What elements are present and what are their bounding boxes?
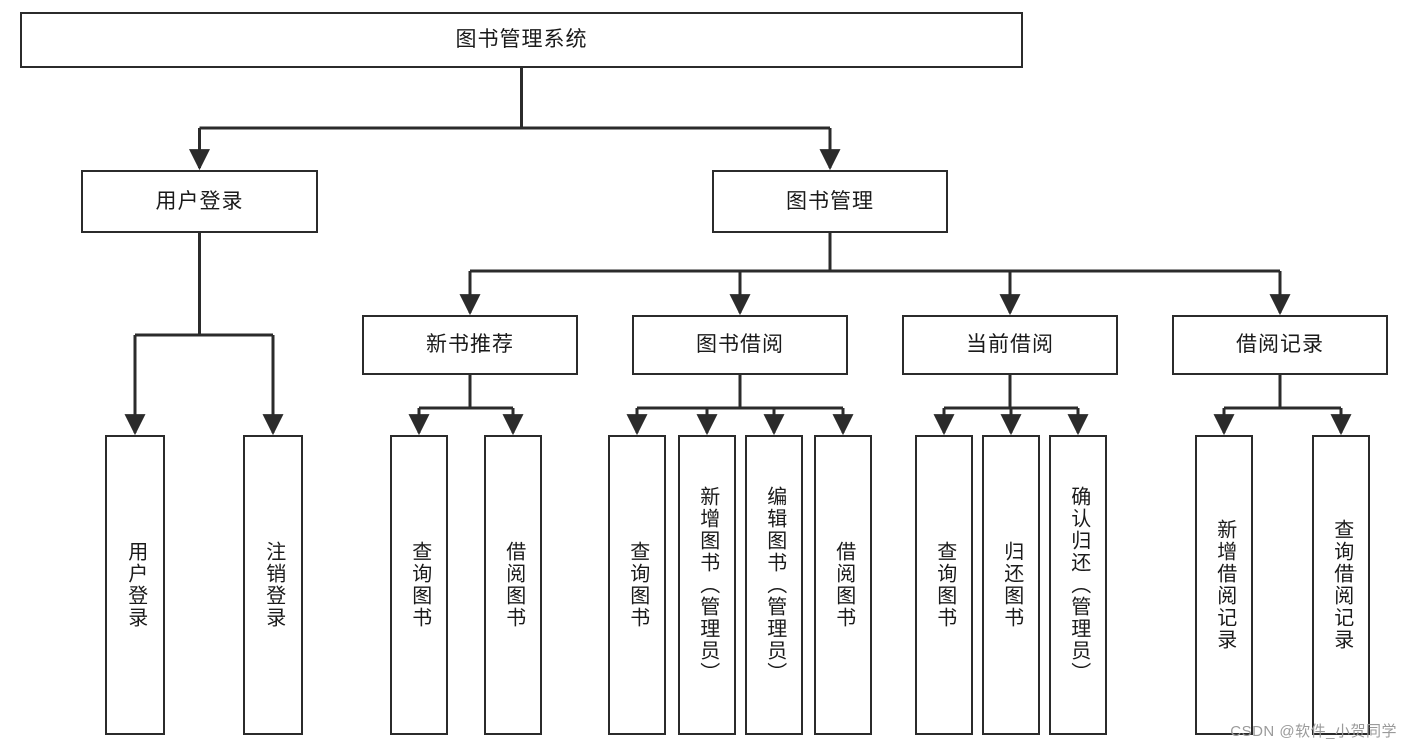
node-new-book-recommend: 新书推荐 [362,315,578,375]
node-label: 查询图书 [408,541,431,629]
node-query-borrow-record: 查询借阅记录 [1312,435,1370,735]
node-label: 编辑图书（管理员） [763,486,786,684]
node-user-login-do: 用户登录 [105,435,165,735]
node-borrow-records: 借阅记录 [1172,315,1388,375]
node-label: 新增图书（管理员） [696,486,719,684]
node-current-borrow: 当前借阅 [902,315,1118,375]
node-add-book-admin: 新增图书（管理员） [678,435,736,735]
node-label: 图书管理 [786,189,874,213]
node-label: 确认归还（管理员） [1067,486,1090,684]
node-label: 借阅图书 [832,541,855,629]
node-query-book-2: 查询图书 [608,435,666,735]
node-label: 用户登录 [124,541,147,629]
node-label: 查询借阅记录 [1330,519,1353,651]
node-query-book-3: 查询图书 [915,435,973,735]
node-user-logout: 注销登录 [243,435,303,735]
node-label: 用户登录 [155,189,244,213]
node-label: 借阅记录 [1236,333,1324,357]
node-root: 图书管理系统 [20,12,1023,68]
node-label: 查询图书 [626,541,649,629]
watermark-text: CSDN @软件_小贺同学 [1230,723,1397,740]
node-label: 归还图书 [1000,541,1023,629]
node-query-book-1: 查询图书 [390,435,448,735]
node-label: 新增借阅记录 [1213,519,1236,651]
node-label: 借阅图书 [502,541,525,629]
node-book-borrow: 图书借阅 [632,315,848,375]
node-label: 注销登录 [262,541,285,629]
node-label: 新书推荐 [426,333,514,357]
node-label: 查询图书 [933,541,956,629]
node-return-book: 归还图书 [982,435,1040,735]
node-edit-book-admin: 编辑图书（管理员） [745,435,803,735]
node-borrow-book-1: 借阅图书 [484,435,542,735]
node-label: 图书管理系统 [455,28,588,52]
node-borrow-book-2: 借阅图书 [814,435,872,735]
node-label: 图书借阅 [696,333,784,357]
node-add-borrow-record: 新增借阅记录 [1195,435,1253,735]
node-user-login: 用户登录 [81,170,318,233]
node-confirm-return-admin: 确认归还（管理员） [1049,435,1107,735]
node-book-management: 图书管理 [712,170,948,233]
node-label: 当前借阅 [966,333,1054,357]
